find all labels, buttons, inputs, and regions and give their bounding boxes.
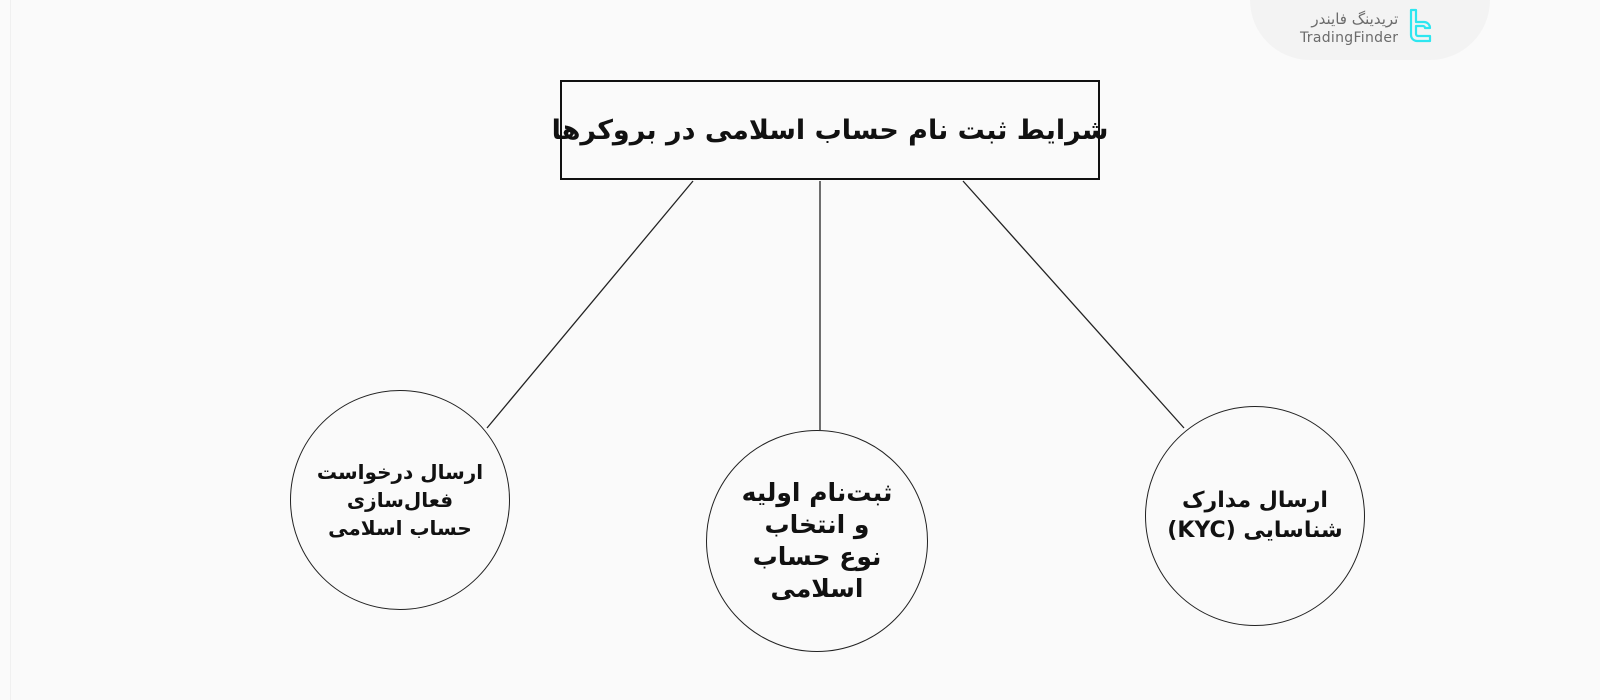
node-label: ارسال مدارک شناسایی (KYC) <box>1167 488 1343 543</box>
logo-text: تریدینگ فایندر TradingFinder <box>1300 9 1398 47</box>
node-activation-request: ارسال درخواست فعال‌سازی حساب اسلامی <box>290 390 510 610</box>
diagram-title-box: شرایط ثبت نام حساب اسلامی در بروکرها <box>552 80 1108 180</box>
connector-right <box>962 180 1185 429</box>
diagram-title: شرایط ثبت نام حساب اسلامی در بروکرها <box>551 114 1109 146</box>
node-label: ارسال درخواست فعال‌سازی حساب اسلامی <box>316 460 484 540</box>
node-initial-registration: ثبت‌نام اولیه و انتخاب نوع حساب اسلامی <box>706 430 928 652</box>
logo-name-fa: تریدینگ فایندر <box>1311 10 1399 28</box>
node-kyc-documents: ارسال مدارک شناسایی (KYC) <box>1145 406 1365 626</box>
logo-backdrop <box>1250 0 1490 60</box>
connector-left <box>486 180 694 429</box>
brand-logo: تریدینگ فایندر TradingFinder <box>1300 8 1434 48</box>
page-edge-divider <box>10 0 11 700</box>
node-label: ثبت‌نام اولیه و انتخاب نوع حساب اسلامی <box>741 478 893 603</box>
logo-name-en: TradingFinder <box>1300 30 1399 46</box>
tradingfinder-logo-icon <box>1408 8 1434 48</box>
